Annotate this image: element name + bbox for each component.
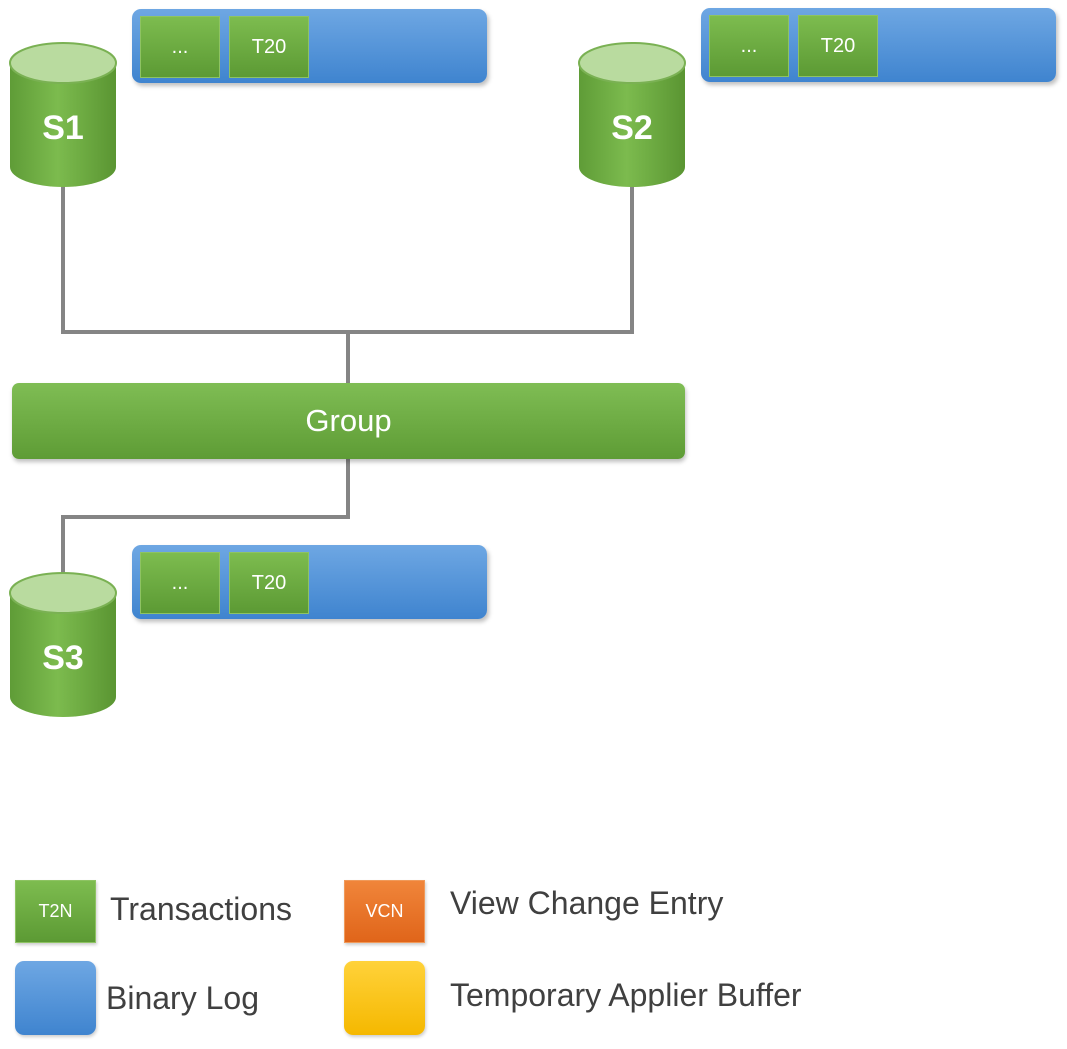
transaction-block: ... — [709, 15, 789, 77]
legend-binary-log-label: Binary Log — [106, 980, 259, 1016]
server-label: S1 — [42, 109, 84, 147]
legend-binary-log-swatch — [15, 961, 96, 1035]
connector-s2-group — [348, 185, 634, 334]
transaction-block: T20 — [229, 552, 309, 614]
server-label: S3 — [42, 639, 84, 677]
legend-applier-buffer-swatch — [344, 961, 425, 1035]
transaction-block: ... — [140, 16, 220, 78]
group-bar: Group — [12, 383, 685, 459]
legend-transactions-swatch: T2N — [15, 880, 96, 943]
legend-view-change-swatch: VCN — [344, 880, 425, 943]
server-s3-cylinder: S3 — [9, 571, 117, 719]
binary-log-s3: ... T20 — [132, 545, 487, 619]
connector-group-s3 — [61, 459, 350, 580]
legend-view-change-label: View Change Entry — [450, 885, 724, 921]
transaction-block: T20 — [229, 16, 309, 78]
transaction-block: ... — [140, 552, 220, 614]
database-icon — [578, 42, 686, 187]
server-label: S2 — [611, 109, 653, 147]
server-s1-cylinder: S1 — [9, 41, 117, 189]
binary-log-s2: ... T20 — [701, 8, 1056, 82]
legend-applier-buffer-label: Temporary Applier Buffer — [450, 977, 802, 1013]
legend-transactions-label: Transactions — [110, 891, 292, 927]
database-icon — [9, 572, 117, 717]
server-s2-cylinder: S2 — [578, 41, 686, 189]
transaction-block: T20 — [798, 15, 878, 77]
binary-log-s1: ... T20 — [132, 9, 487, 83]
connector-s1-group — [61, 185, 348, 334]
database-icon — [9, 42, 117, 187]
